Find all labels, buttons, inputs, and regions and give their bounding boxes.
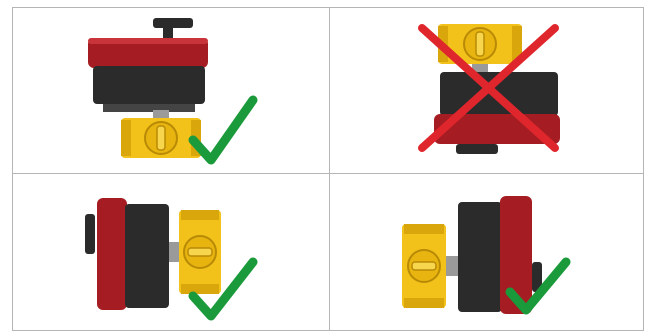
orientation-grid: [12, 7, 644, 331]
panel-actuator-left: [13, 174, 329, 332]
actuator-above-illustration: [13, 8, 329, 173]
panel-actuator-right: [330, 174, 645, 332]
panel-actuator-above: [13, 8, 329, 173]
actuator-below-illustration: [330, 8, 645, 173]
actuator-left-illustration: [13, 174, 329, 332]
actuator-right-illustration: [330, 174, 645, 332]
check-mark-icon: [193, 100, 253, 160]
panel-actuator-below: [330, 8, 645, 173]
